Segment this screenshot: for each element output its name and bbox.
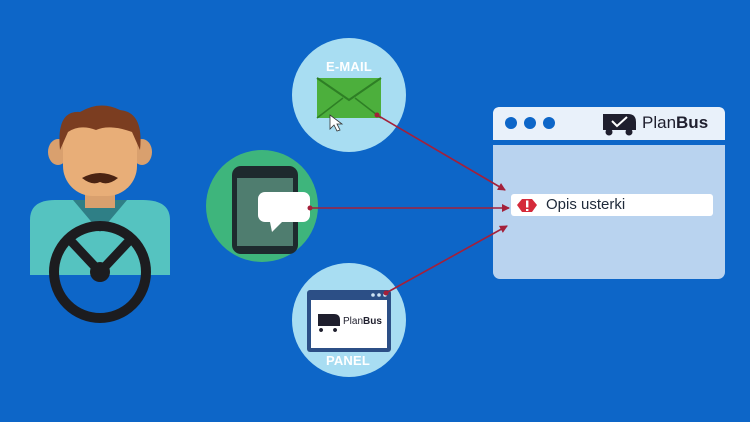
alert-icon <box>517 199 537 212</box>
planbus-window <box>493 107 725 279</box>
cursor-icon <box>329 114 344 132</box>
email-label: E-MAIL <box>326 59 372 74</box>
arrow-email-to-window <box>376 114 506 191</box>
panel-window-icon <box>307 290 391 352</box>
bus-logo-small-icon <box>318 314 340 332</box>
email-channel <box>292 38 406 152</box>
steering-wheel-icon <box>49 221 151 323</box>
bus-logo-icon <box>603 114 636 136</box>
brand-name-bold: Bus <box>676 113 709 132</box>
arrow-panel-to-window <box>385 225 508 294</box>
sms-channel <box>206 150 318 262</box>
sms-bubble-icon <box>258 192 310 232</box>
sms-label: SMS <box>268 199 302 216</box>
brand-name-light: Plan <box>642 113 677 132</box>
panel-label: PANEL <box>325 353 371 368</box>
panel-brand-name-bold: Bus <box>363 316 382 327</box>
panel-brand-name-light: Plan <box>343 316 364 327</box>
brand-name: PlanBus <box>642 113 708 133</box>
panel-channel <box>292 263 406 377</box>
issue-description: Opis usterki <box>546 196 626 213</box>
driver-icon <box>30 105 170 323</box>
envelope-icon <box>316 77 382 119</box>
panel-brand-name: PlanBus <box>343 316 382 327</box>
